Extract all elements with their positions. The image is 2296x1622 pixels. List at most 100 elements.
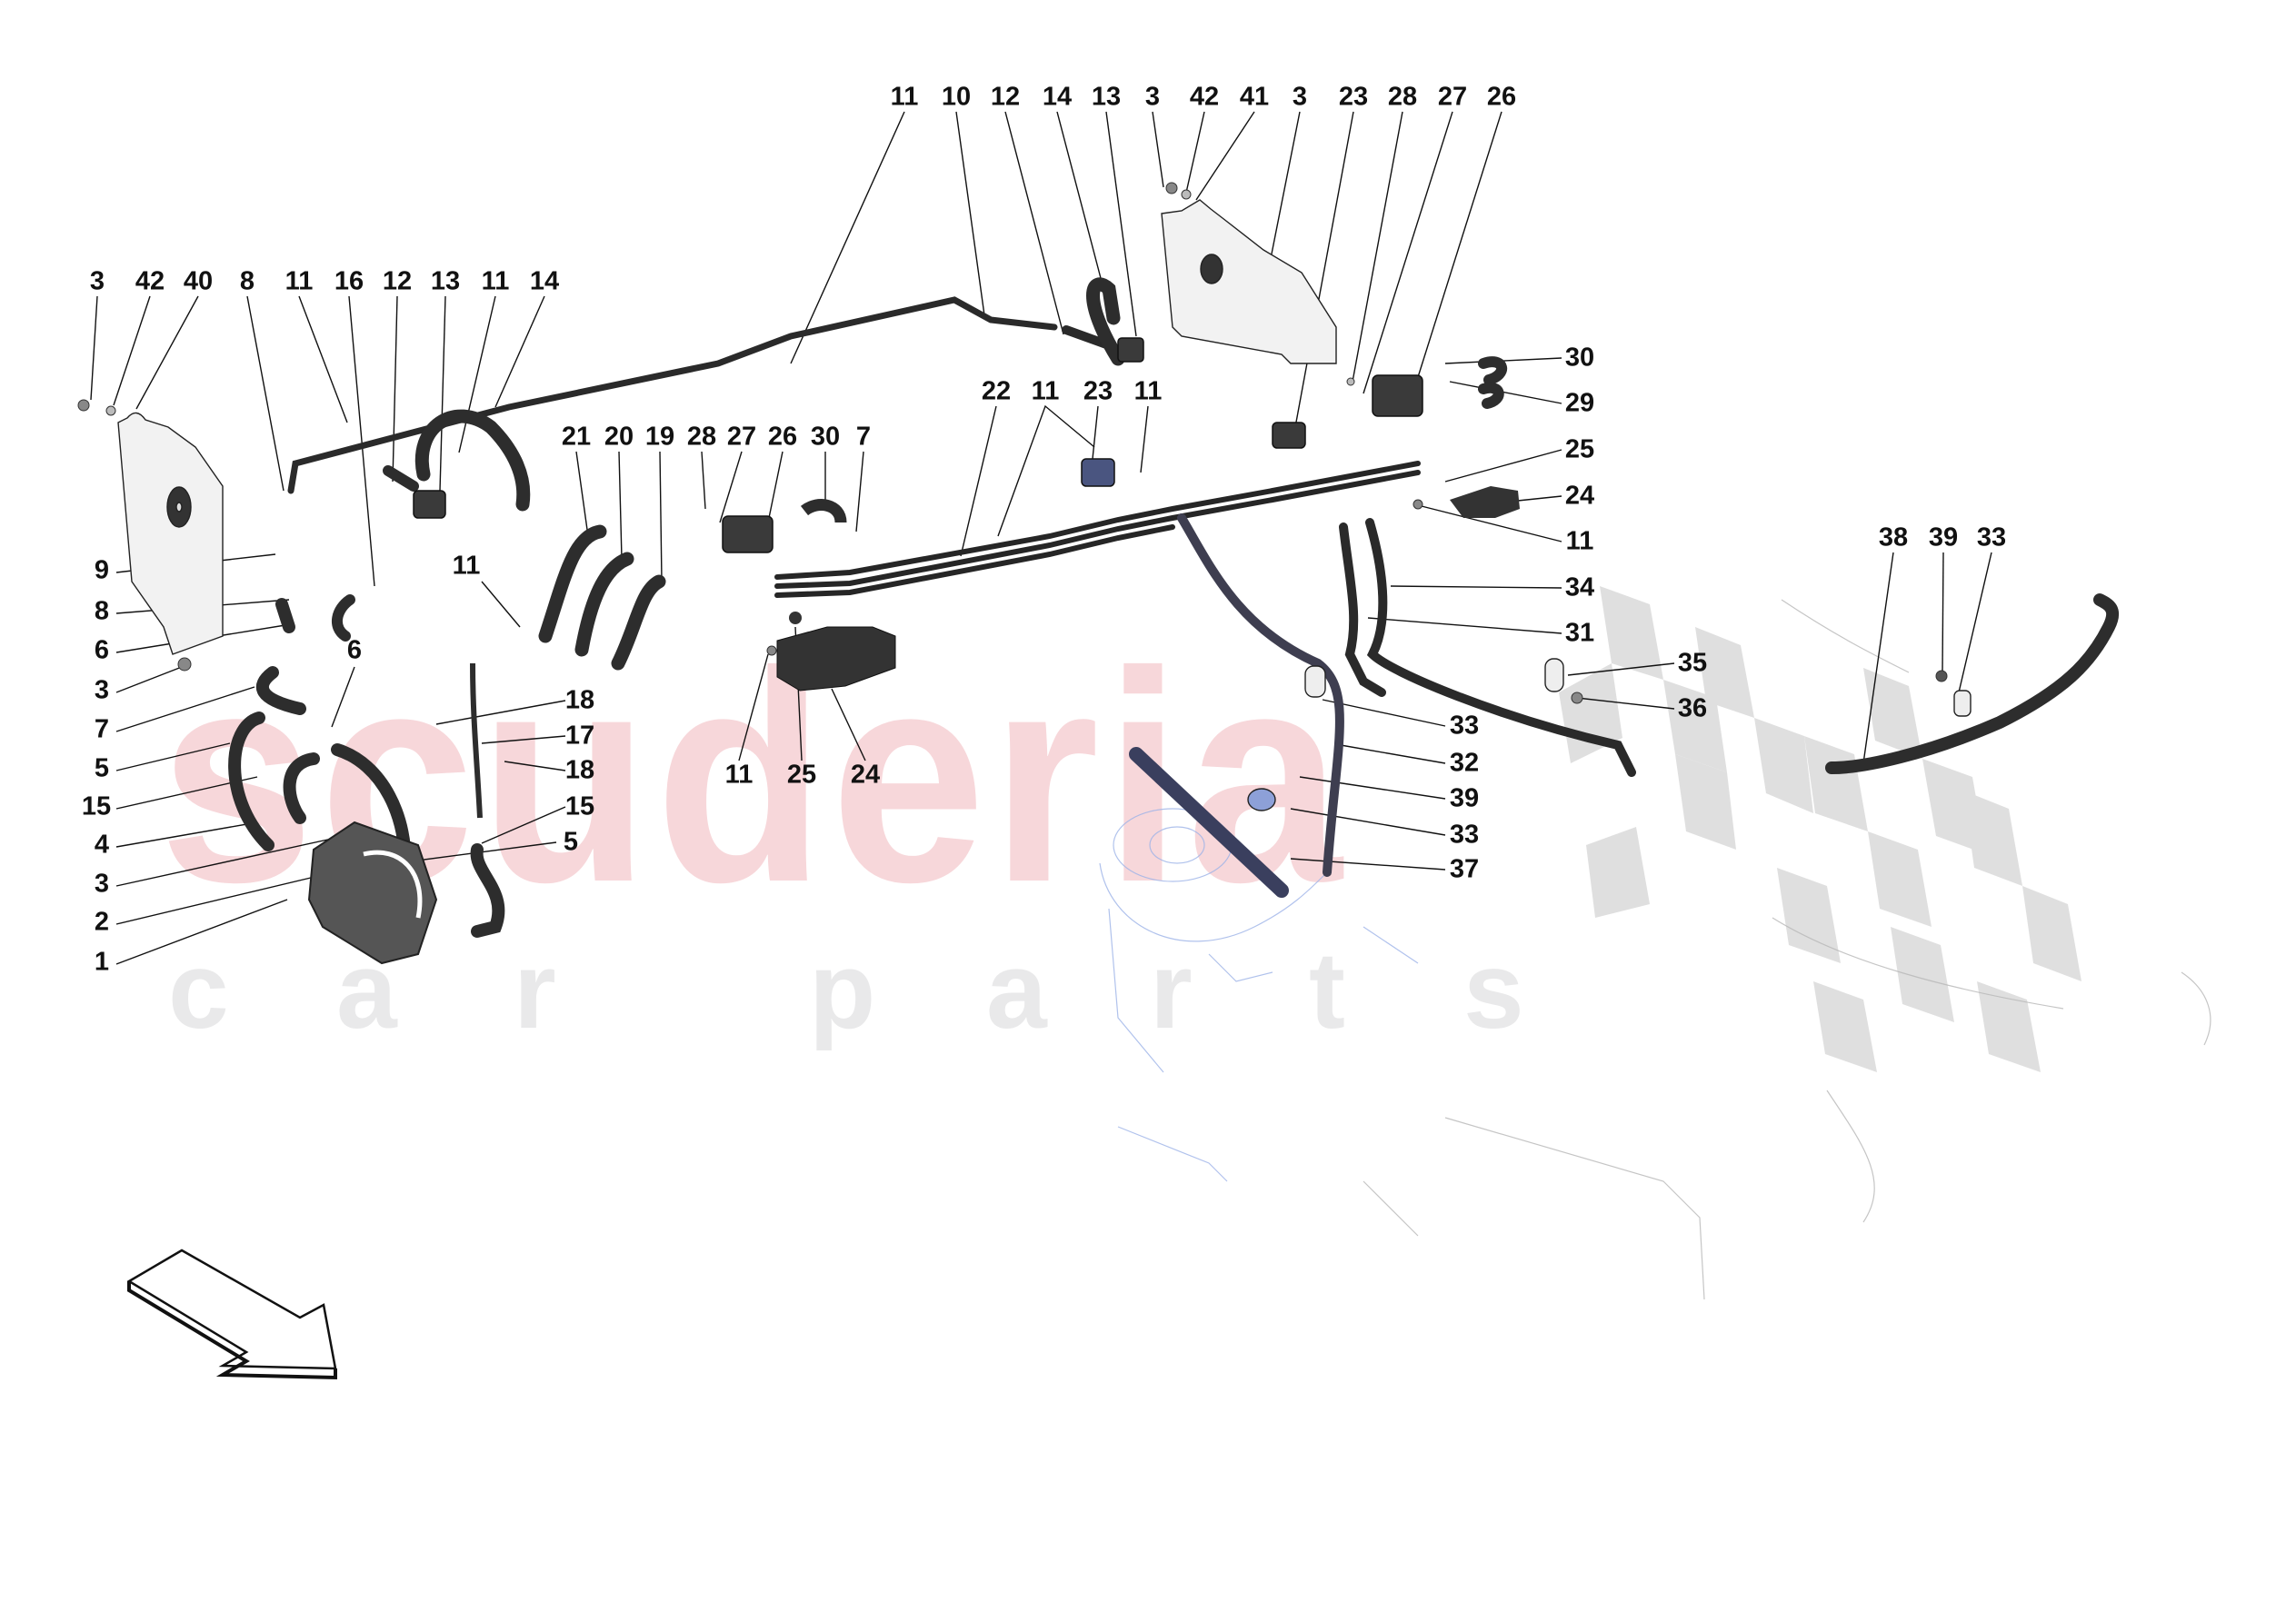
callout-label-3: 3 [1144,82,1161,112]
callout-label-13: 13 [1091,82,1122,112]
callout-label-14: 14 [529,266,560,296]
callout-label-24: 24 [1564,481,1595,511]
hoses-19-21 [538,524,666,671]
callout-label-11: 11 [1133,376,1163,406]
pipe-harness-22 [774,461,1421,598]
callout-label-3: 3 [1292,82,1308,112]
callout-label-27: 27 [1437,82,1468,112]
line-17 [470,662,483,819]
callout-label-18: 18 [564,685,595,715]
callout-label-17: 17 [564,721,595,751]
callout-label-11: 11 [285,266,314,296]
callout-label-8: 8 [239,266,255,296]
callout-label-19: 19 [644,422,675,452]
callout-label-30: 30 [1564,343,1595,373]
callout-label-33: 33 [1449,711,1480,741]
leader-lines [90,111,1992,965]
canister-2-strap [363,850,423,919]
callout-label-38: 38 [1878,522,1909,552]
clamps [1247,658,1972,811]
callout-label-35: 35 [1677,648,1708,678]
callout-label-11: 11 [481,266,510,296]
callout-label-41: 41 [1239,82,1270,112]
engine-sketch [1099,808,1419,1182]
hoses-31-34 [1177,513,1636,877]
callout-label-30: 30 [810,422,841,452]
hose-14-left [383,277,1125,512]
grommet-25-mid [789,612,802,624]
callout-label-12: 12 [990,82,1021,112]
bracket-40 [117,412,224,655]
callout-label-28: 28 [686,422,717,452]
callout-label-14: 14 [1042,82,1073,112]
callout-label-28: 28 [1387,82,1418,112]
callout-label-40: 40 [183,266,214,296]
callout-label-1: 1 [94,947,110,977]
callout-label-31: 31 [1564,618,1595,648]
callout-label-7: 7 [94,714,110,744]
callout-label-18: 18 [564,755,595,785]
callout-label-33: 33 [1976,522,2007,552]
callout-label-34: 34 [1564,572,1595,602]
hose-37 [1129,747,1289,898]
callout-label-3: 3 [89,266,105,296]
callout-label-15: 15 [564,791,595,821]
callout-label-8: 8 [94,596,110,626]
callout-label-15: 15 [81,791,112,821]
bracket-41 [1161,199,1337,364]
watermark-letter: a [986,930,1047,1051]
checkered-flag-watermark [1559,586,2081,1072]
solenoid-valves [413,337,1423,553]
callout-label-32: 32 [1449,748,1480,778]
callout-label-12: 12 [382,266,413,296]
watermark-letter: t [1309,930,1345,1051]
callout-label-5: 5 [94,753,110,783]
callout-label-25: 25 [1564,434,1595,464]
callout-label-26: 26 [767,422,798,452]
callout-label-7: 7 [855,422,872,452]
callout-label-26: 26 [1486,82,1517,112]
hose-30-mid [800,499,847,523]
bracket-24-right [1450,486,1520,518]
callout-label-21: 21 [561,422,592,452]
callout-label-6: 6 [346,635,363,665]
callout-label-2: 2 [94,907,110,937]
callout-label-13: 13 [430,266,461,296]
callout-label-9: 9 [94,555,110,585]
callout-label-27: 27 [726,422,757,452]
callout-label-29: 29 [1564,388,1595,418]
callout-label-23: 23 [1083,376,1113,406]
callout-label-37: 37 [1449,854,1480,884]
callout-label-11: 11 [452,551,481,581]
callout-label-39: 39 [1449,783,1480,813]
callout-label-4: 4 [94,830,110,860]
callout-label-3: 3 [94,675,110,705]
hose-38 [1825,593,2120,774]
callout-label-16: 16 [334,266,364,296]
watermark-letter: p [809,930,876,1051]
callout-label-42: 42 [1189,82,1220,112]
callout-label-25: 25 [786,760,817,790]
callout-label-5: 5 [563,827,579,857]
watermark-letter: c [168,930,229,1051]
watermark-letter: s [1463,930,1524,1051]
callout-label-42: 42 [135,266,165,296]
canister-1 [307,821,438,965]
callout-label-24: 24 [850,760,881,790]
callout-label-33: 33 [1449,820,1480,850]
callout-label-11: 11 [1031,376,1060,406]
watermark-letter: r [1150,930,1193,1051]
bracket-24-mid [776,626,896,692]
callout-label-3: 3 [94,869,110,899]
watermark-letter: r [514,930,556,1051]
callout-label-11: 11 [1565,526,1594,556]
callout-label-20: 20 [604,422,634,452]
hoses-29-30 [1478,356,1507,409]
callout-label-6: 6 [94,635,110,665]
callout-label-10: 10 [941,82,972,112]
direction-arrow-icon [126,1249,337,1380]
callout-label-23: 23 [1338,82,1369,112]
callout-label-11: 11 [890,82,919,112]
